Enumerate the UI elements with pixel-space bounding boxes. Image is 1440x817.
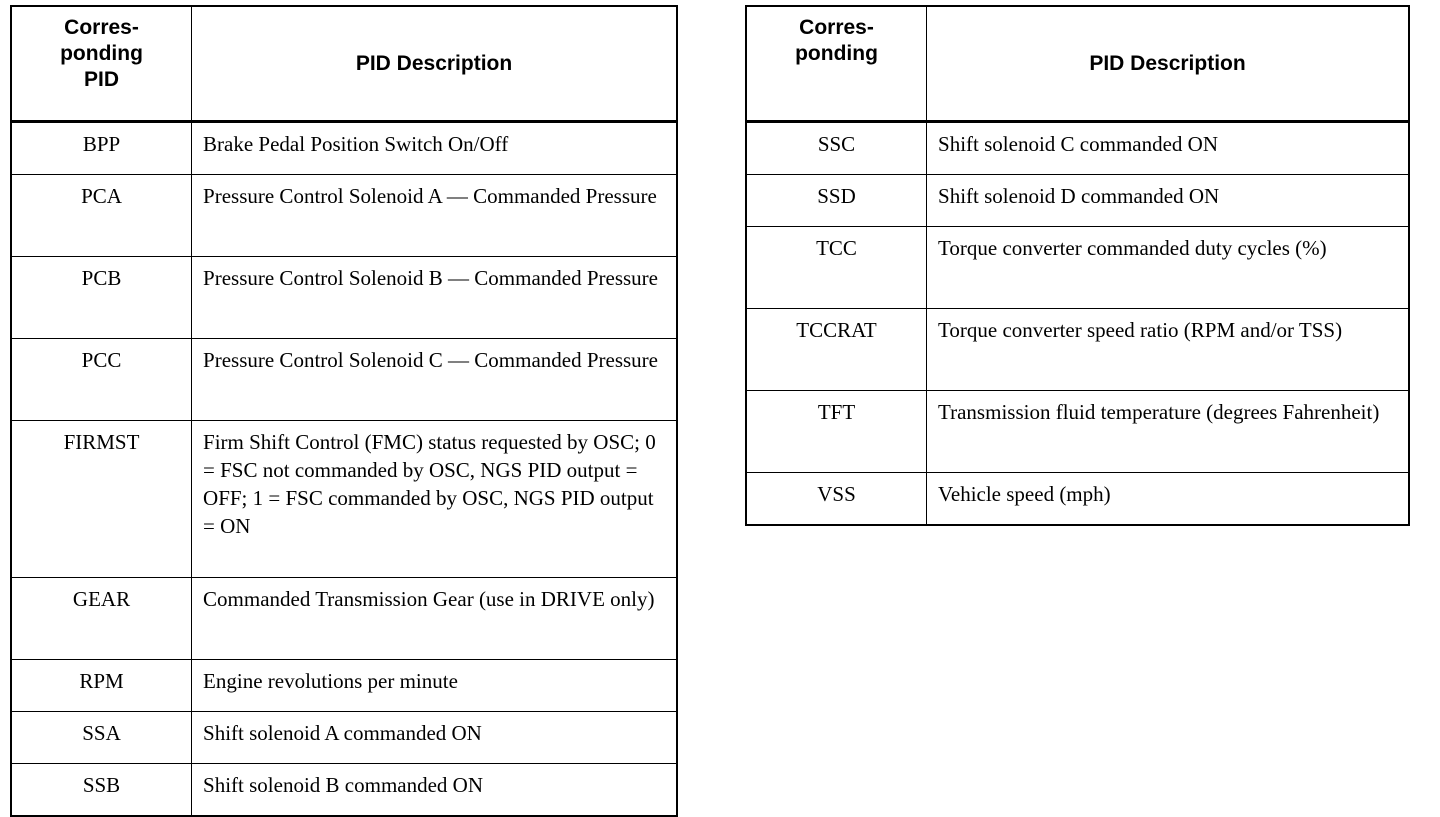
pid-table-left-header: Corres- ponding PID PID Description: [10, 5, 678, 123]
pid-description: Commanded Transmission Gear (use in DRIV…: [191, 577, 678, 660]
table-row: SSD Shift solenoid D commanded ON: [745, 174, 1410, 227]
header-pid-description: PID Description: [191, 5, 678, 123]
pid-description: Shift solenoid D commanded ON: [926, 174, 1410, 227]
table-row: SSB Shift solenoid B commanded ON: [10, 763, 678, 817]
pid-description: Pressure Control Solenoid C — Commanded …: [191, 338, 678, 421]
table-row: TFT Transmission fluid temperature (degr…: [745, 390, 1410, 473]
pid-description: Engine revolutions per minute: [191, 659, 678, 712]
pid-code: RPM: [10, 659, 193, 712]
pid-table-left-body: BPP Brake Pedal Position Switch On/Off P…: [10, 121, 678, 817]
header-corresponding-pid: Corres- ponding: [745, 5, 928, 123]
table-row: PCB Pressure Control Solenoid B — Comman…: [10, 256, 678, 339]
header-row: Corres- ponding PID Description: [745, 5, 1410, 123]
table-row: BPP Brake Pedal Position Switch On/Off: [10, 121, 678, 175]
header-corresponding-pid: Corres- ponding PID: [10, 5, 193, 123]
pid-description: Pressure Control Solenoid B — Commanded …: [191, 256, 678, 339]
pid-description: Pressure Control Solenoid A — Commanded …: [191, 174, 678, 257]
table-row: FIRMST Firm Shift Control (FMC) status r…: [10, 420, 678, 578]
pid-description: Torque converter commanded duty cycles (…: [926, 226, 1410, 309]
header-line-3: PID: [84, 68, 120, 91]
pid-code: SSD: [745, 174, 928, 227]
pid-description: Torque converter speed ratio (RPM and/or…: [926, 308, 1410, 391]
table-row: VSS Vehicle speed (mph): [745, 472, 1410, 526]
pid-code: BPP: [10, 121, 193, 175]
pid-description: Firm Shift Control (FMC) status requeste…: [191, 420, 678, 578]
pid-code: PCB: [10, 256, 193, 339]
pid-description: Vehicle speed (mph): [926, 472, 1410, 526]
header-line-2: ponding: [60, 42, 143, 65]
pid-code: SSB: [10, 763, 193, 817]
pid-table-left: Corres- ponding PID PID Description BPP …: [10, 5, 678, 817]
pid-description: Shift solenoid B commanded ON: [191, 763, 678, 817]
pid-code: PCA: [10, 174, 193, 257]
pid-description: Brake Pedal Position Switch On/Off: [191, 121, 678, 175]
table-row: SSC Shift solenoid C commanded ON: [745, 121, 1410, 175]
table-row: SSA Shift solenoid A commanded ON: [10, 711, 678, 764]
header-line-1: Corres-: [64, 16, 139, 39]
table-row: TCCRAT Torque converter speed ratio (RPM…: [745, 308, 1410, 391]
pid-description: Transmission fluid temperature (degrees …: [926, 390, 1410, 473]
header-line-2: ponding: [795, 42, 878, 65]
header-row: Corres- ponding PID PID Description: [10, 5, 678, 123]
pid-code: TFT: [745, 390, 928, 473]
pid-code: GEAR: [10, 577, 193, 660]
pid-description: Shift solenoid C commanded ON: [926, 121, 1410, 175]
header-pid-description: PID Description: [926, 5, 1410, 123]
pid-code: PCC: [10, 338, 193, 421]
table-row: TCC Torque converter commanded duty cycl…: [745, 226, 1410, 309]
pid-code: VSS: [745, 472, 928, 526]
pid-code: SSA: [10, 711, 193, 764]
pid-description: Shift solenoid A commanded ON: [191, 711, 678, 764]
pid-table-right: Corres- ponding PID Description SSC Shif…: [745, 5, 1410, 526]
header-line-1: Corres-: [799, 16, 874, 39]
pid-code: SSC: [745, 121, 928, 175]
pid-code: TCC: [745, 226, 928, 309]
table-row: RPM Engine revolutions per minute: [10, 659, 678, 712]
pid-table-right-body: SSC Shift solenoid C commanded ON SSD Sh…: [745, 121, 1410, 526]
table-row: PCA Pressure Control Solenoid A — Comman…: [10, 174, 678, 257]
table-row: GEAR Commanded Transmission Gear (use in…: [10, 577, 678, 660]
pid-code: TCCRAT: [745, 308, 928, 391]
table-row: PCC Pressure Control Solenoid C — Comman…: [10, 338, 678, 421]
pid-code: FIRMST: [10, 420, 193, 578]
pid-table-right-header: Corres- ponding PID Description: [745, 5, 1410, 123]
